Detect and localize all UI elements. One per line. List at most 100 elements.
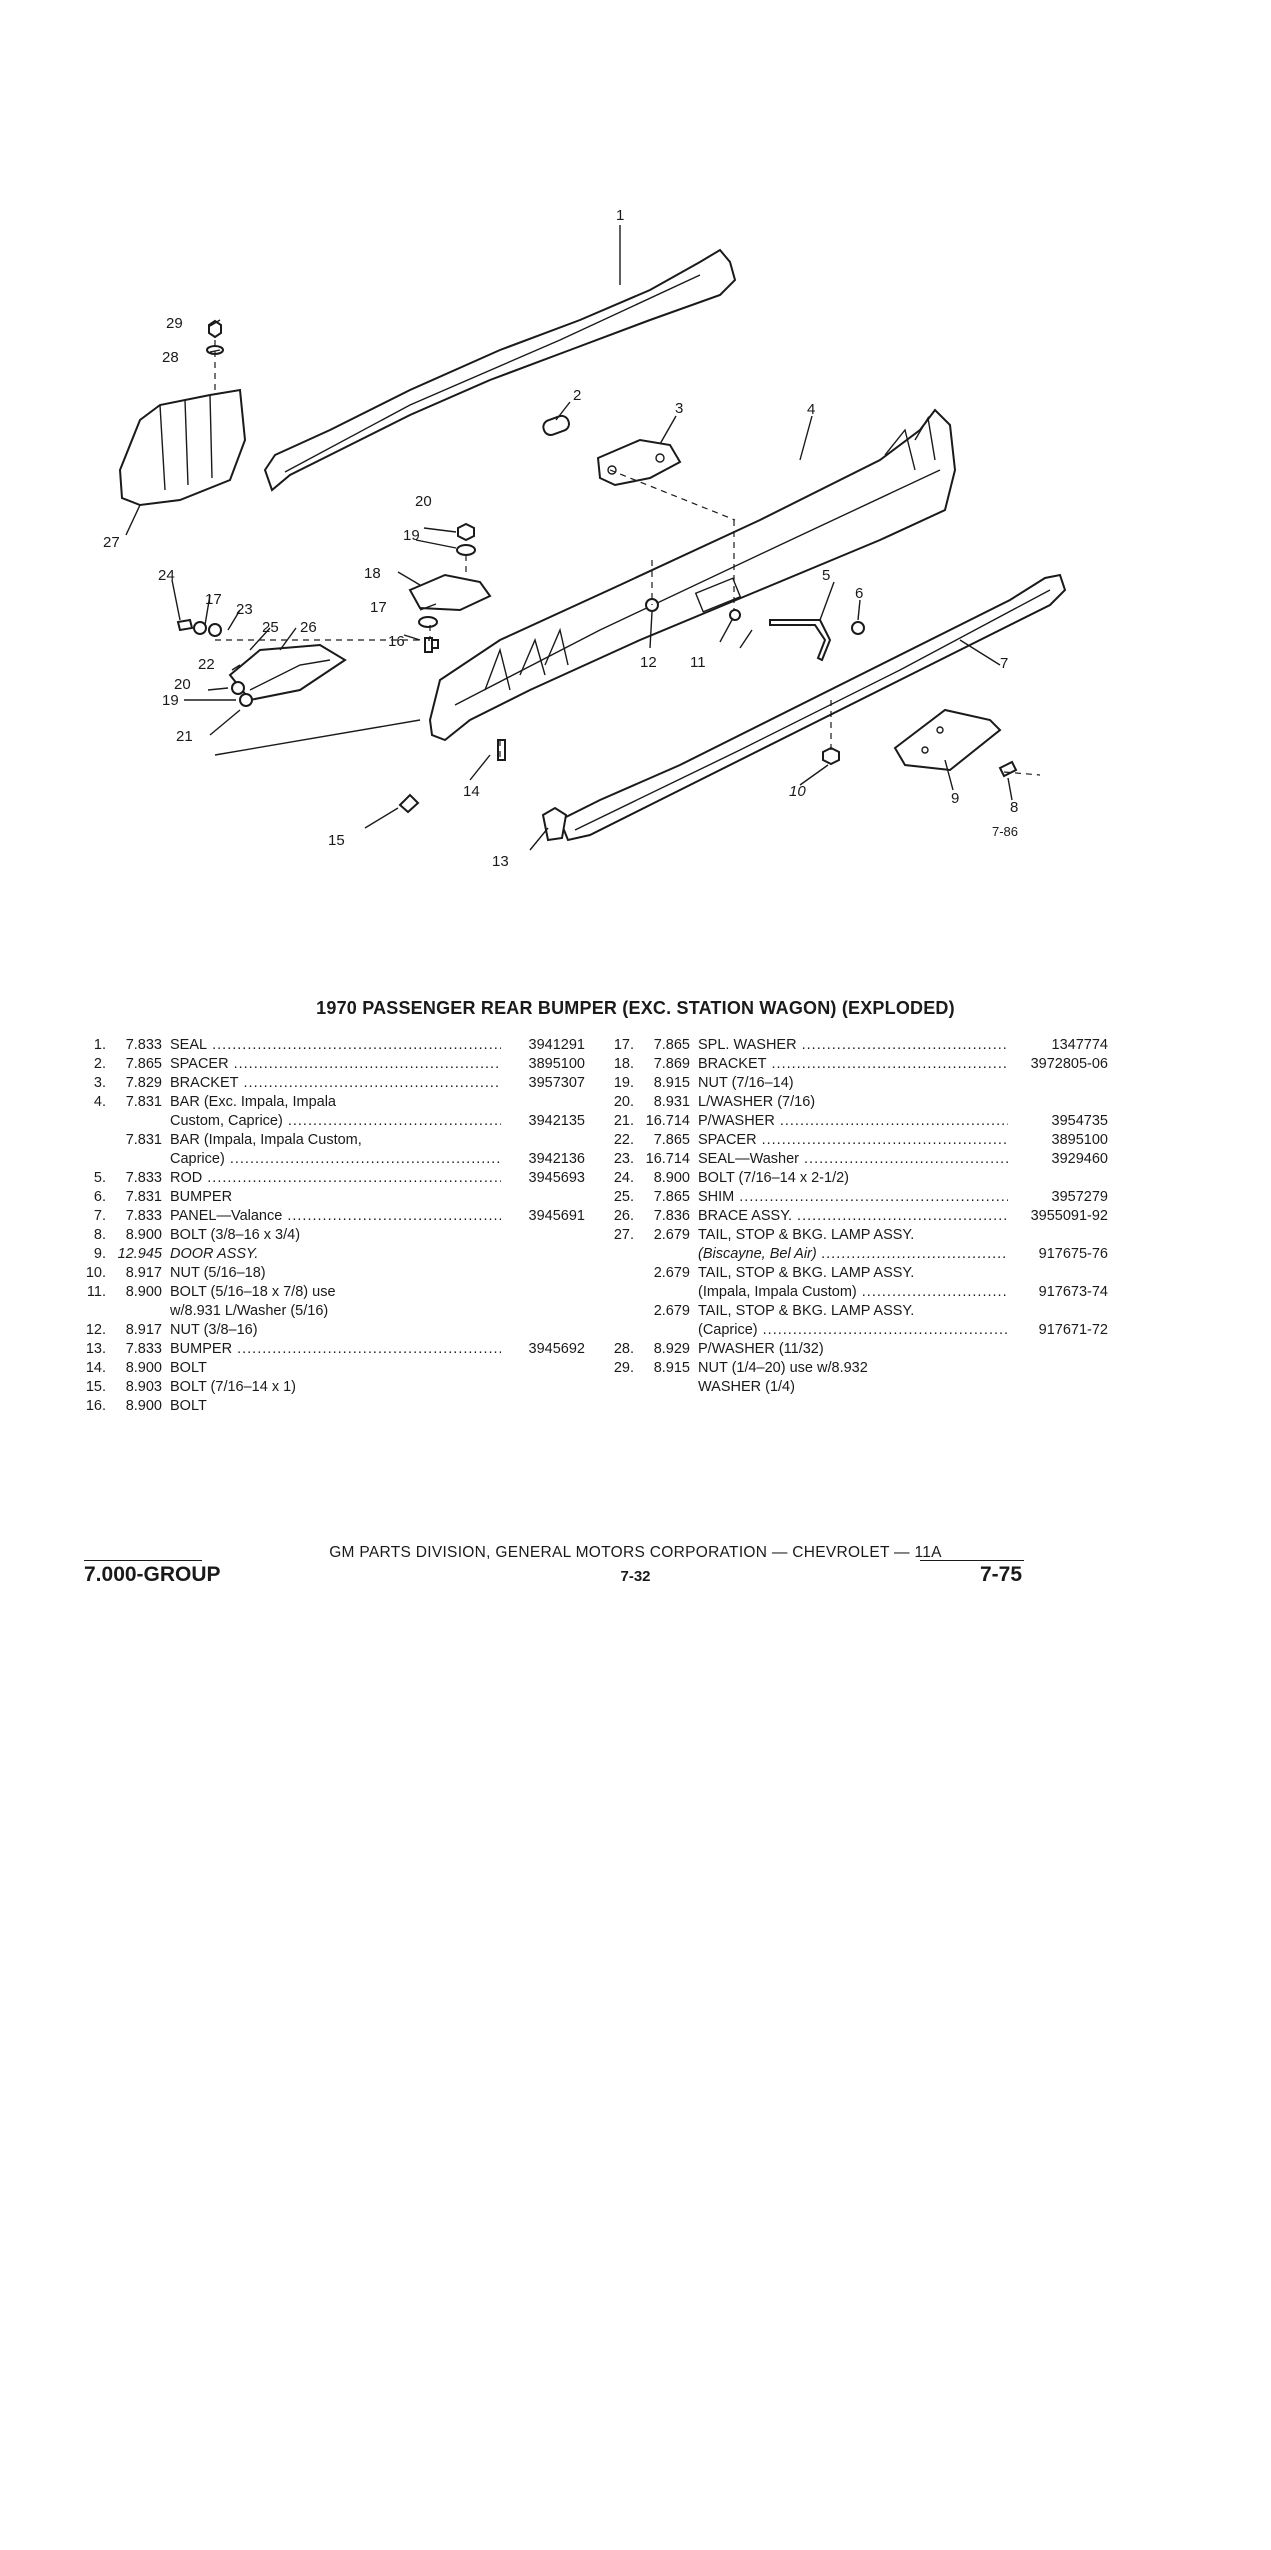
group-number: 7.865 [653, 1132, 690, 1148]
footer-division: GM PARTS DIVISION, GENERAL MOTORS CORPOR… [329, 1544, 942, 1561]
callout-label: 10 [789, 783, 806, 800]
callout-label: 6 [855, 585, 863, 602]
group-number [634, 1321, 698, 1340]
callout-label: 23 [236, 601, 253, 618]
part-description: TAIL, STOP & BKG. LAMP ASSY. [698, 1227, 915, 1243]
group-number: 8.903 [125, 1379, 162, 1395]
part-description: P/WASHER [698, 1112, 1008, 1131]
part-number-index: 1. [93, 1037, 106, 1053]
callout-label: 25 [262, 619, 279, 636]
part-number-index: 27. [613, 1227, 634, 1243]
part-number [1008, 1378, 1108, 1397]
footer-page-number: 7-75 [979, 1563, 1022, 1586]
part-description: BUMPER [170, 1189, 233, 1205]
parts-row: 2.7.865SPACER3895100 [80, 1055, 585, 1074]
parts-row: 24. 8.900 BOLT (7/16–14 x 2-1/2) [608, 1169, 1108, 1188]
part-description: NUT (7/16–14) [698, 1075, 794, 1091]
group-number: 2.679 [653, 1227, 690, 1243]
group-number: 8.917 [125, 1322, 162, 1338]
part-number: 3957307 [501, 1074, 585, 1093]
parts-row: WASHER (1/4) [608, 1378, 1108, 1397]
callout-label: 13 [492, 853, 509, 870]
part-number-index: 13. [85, 1341, 106, 1357]
group-number [106, 1112, 170, 1131]
group-number: 8.929 [653, 1341, 690, 1357]
parts-row: w/8.931 L/Washer (5/16) [80, 1302, 585, 1321]
part-number [501, 1131, 585, 1150]
part-number-index: 26. [613, 1208, 634, 1224]
group-number: 8.900 [653, 1170, 690, 1186]
seal-part [263, 248, 737, 492]
callout-label: 8 [1010, 799, 1018, 816]
part-description: WASHER (1/4) [698, 1379, 795, 1395]
part-number [501, 1397, 585, 1416]
parts-row: 5.7.833ROD3945693 [80, 1169, 585, 1188]
part-description: (Biscayne, Bel Air) [698, 1245, 1008, 1264]
callout-label: 12 [640, 654, 657, 671]
part-description: SEAL—Washer [698, 1150, 1008, 1169]
group-number: 7.831 [125, 1189, 162, 1205]
part-number: 3957279 [1008, 1188, 1108, 1207]
parts-row: 22.7.865SPACER3895100 [608, 1131, 1108, 1150]
group-number [634, 1245, 698, 1264]
part-number-index: 22. [613, 1132, 634, 1148]
parts-row: 1.7.833SEAL3941291 [80, 1036, 585, 1055]
part-number-index: 15. [85, 1379, 106, 1395]
part-number-index: 3. [93, 1075, 106, 1091]
part-number: 1347774 [1008, 1036, 1108, 1055]
part-number: 3941291 [501, 1036, 585, 1055]
valance-panel-part [558, 573, 1067, 842]
part-description: TAIL, STOP & BKG. LAMP ASSY. [698, 1303, 915, 1319]
part-number-index: 17. [613, 1037, 634, 1053]
group-number: 7.829 [125, 1075, 162, 1091]
group-number: 8.917 [125, 1265, 162, 1281]
group-number: 8.900 [125, 1360, 162, 1376]
part-number-index: 6. [93, 1189, 106, 1205]
part-number-index: 20. [613, 1094, 634, 1110]
group-number: 16.714 [645, 1151, 690, 1167]
spacer-part [542, 414, 570, 436]
part-description: PANEL—Valance [170, 1207, 501, 1226]
parts-row: 3.7.829BRACKET3957307 [80, 1074, 585, 1093]
part-number [1008, 1074, 1108, 1093]
part-number [501, 1264, 585, 1283]
part-number-index: 23. [613, 1151, 634, 1167]
part-number [1008, 1169, 1108, 1188]
part-number-index [608, 1283, 634, 1302]
part-number-index [608, 1245, 634, 1264]
callout-label: 18 [364, 565, 381, 582]
part-description: BOLT [170, 1360, 207, 1376]
part-description: BOLT (7/16–14 x 2-1/2) [698, 1170, 849, 1186]
figure-ref: 7-86 [992, 824, 1018, 839]
part-description: NUT (5/16–18) [170, 1265, 266, 1281]
group-number [634, 1378, 698, 1397]
part-number-index: 8. [93, 1227, 106, 1243]
footer-group-label: 7.000-GROUP [84, 1563, 221, 1586]
part-number [501, 1188, 585, 1207]
group-number: 7.833 [125, 1170, 162, 1186]
part-number: 3895100 [1008, 1131, 1108, 1150]
part-description: P/WASHER (11/32) [698, 1341, 824, 1357]
part-number-index: 24. [613, 1170, 634, 1186]
bumper-bar-part [428, 408, 957, 742]
group-number: 8.931 [653, 1094, 690, 1110]
part-number [501, 1093, 585, 1112]
part-description: ROD [170, 1169, 501, 1188]
part-number [501, 1378, 585, 1397]
callout-label: 7 [1000, 655, 1008, 672]
parts-row: 25.7.865SHIM3957279 [608, 1188, 1108, 1207]
part-number-index: 2. [93, 1056, 106, 1072]
part-number-index: 16. [85, 1398, 106, 1414]
bracket-18-part [408, 573, 492, 612]
part-number: 3945691 [501, 1207, 585, 1226]
rod-part [769, 619, 832, 662]
part-description: BAR (Exc. Impala, Impala [170, 1094, 336, 1110]
group-number: 7.833 [125, 1037, 162, 1053]
part-number [1008, 1093, 1108, 1112]
bracket-part [596, 438, 682, 487]
part-number: 917671-72 [1008, 1321, 1108, 1340]
